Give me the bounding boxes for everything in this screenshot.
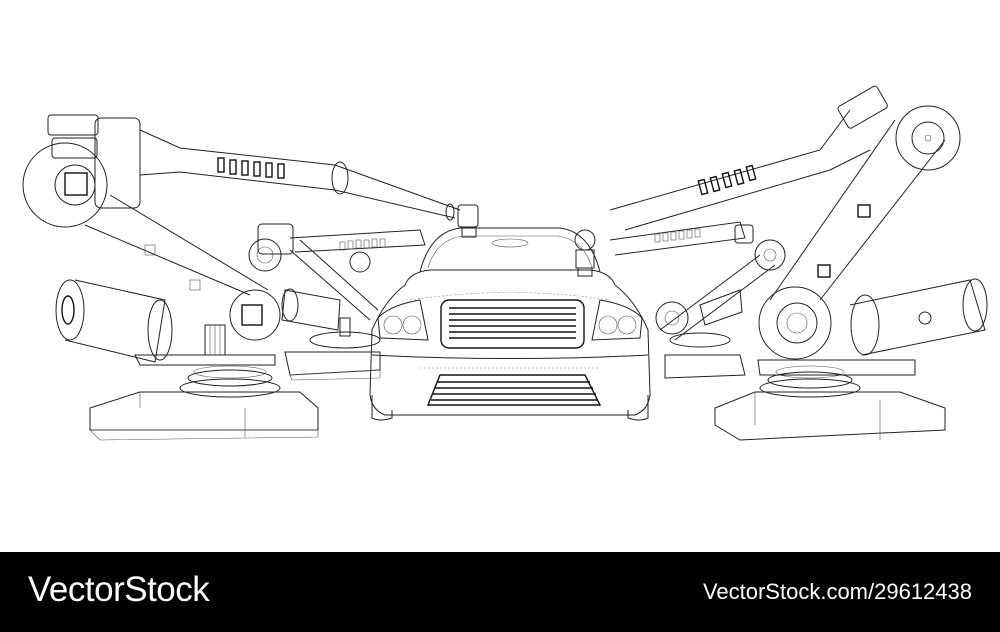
robot-arm-right-back bbox=[609, 221, 786, 379]
robot-arm-left-back bbox=[248, 223, 426, 381]
watermark-banner: VectorStock VectorStock.com/29612438 bbox=[0, 552, 1000, 632]
robot-arm-left-front bbox=[22, 114, 479, 441]
vectorstock-logo: VectorStock bbox=[28, 570, 210, 609]
robot-arm-right-front bbox=[574, 85, 988, 441]
wireframe-illustration bbox=[22, 85, 988, 441]
car bbox=[369, 227, 651, 421]
illustration bbox=[22, 85, 988, 441]
image-id-url: VectorStock.com/29612438 bbox=[702, 579, 972, 604]
